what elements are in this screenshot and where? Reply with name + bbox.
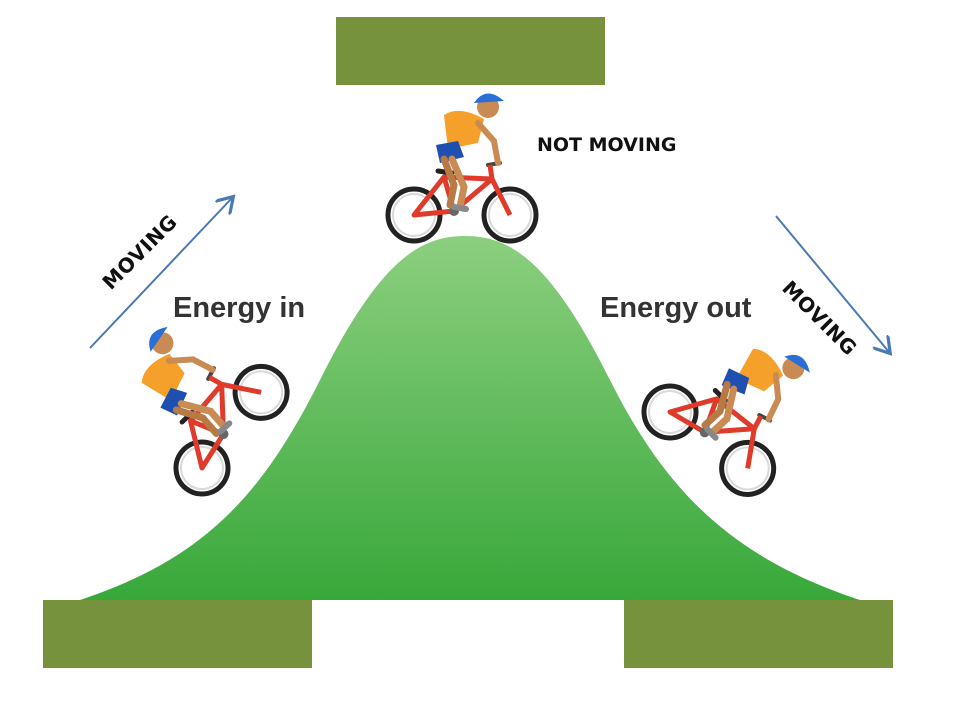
top-label-box [336, 17, 605, 85]
energy-out-label: Energy out [600, 292, 752, 324]
not-moving-label: NOT MOVING [537, 134, 677, 156]
arrow-up-right-icon [89, 198, 232, 349]
bottom-right-label-box [624, 600, 893, 668]
cyclist-on-top-icon [388, 93, 536, 241]
arrow-down-right-icon [775, 215, 889, 352]
hill [80, 236, 860, 600]
energy-in-label: Energy in [173, 292, 306, 324]
bottom-left-label-box [43, 600, 312, 668]
